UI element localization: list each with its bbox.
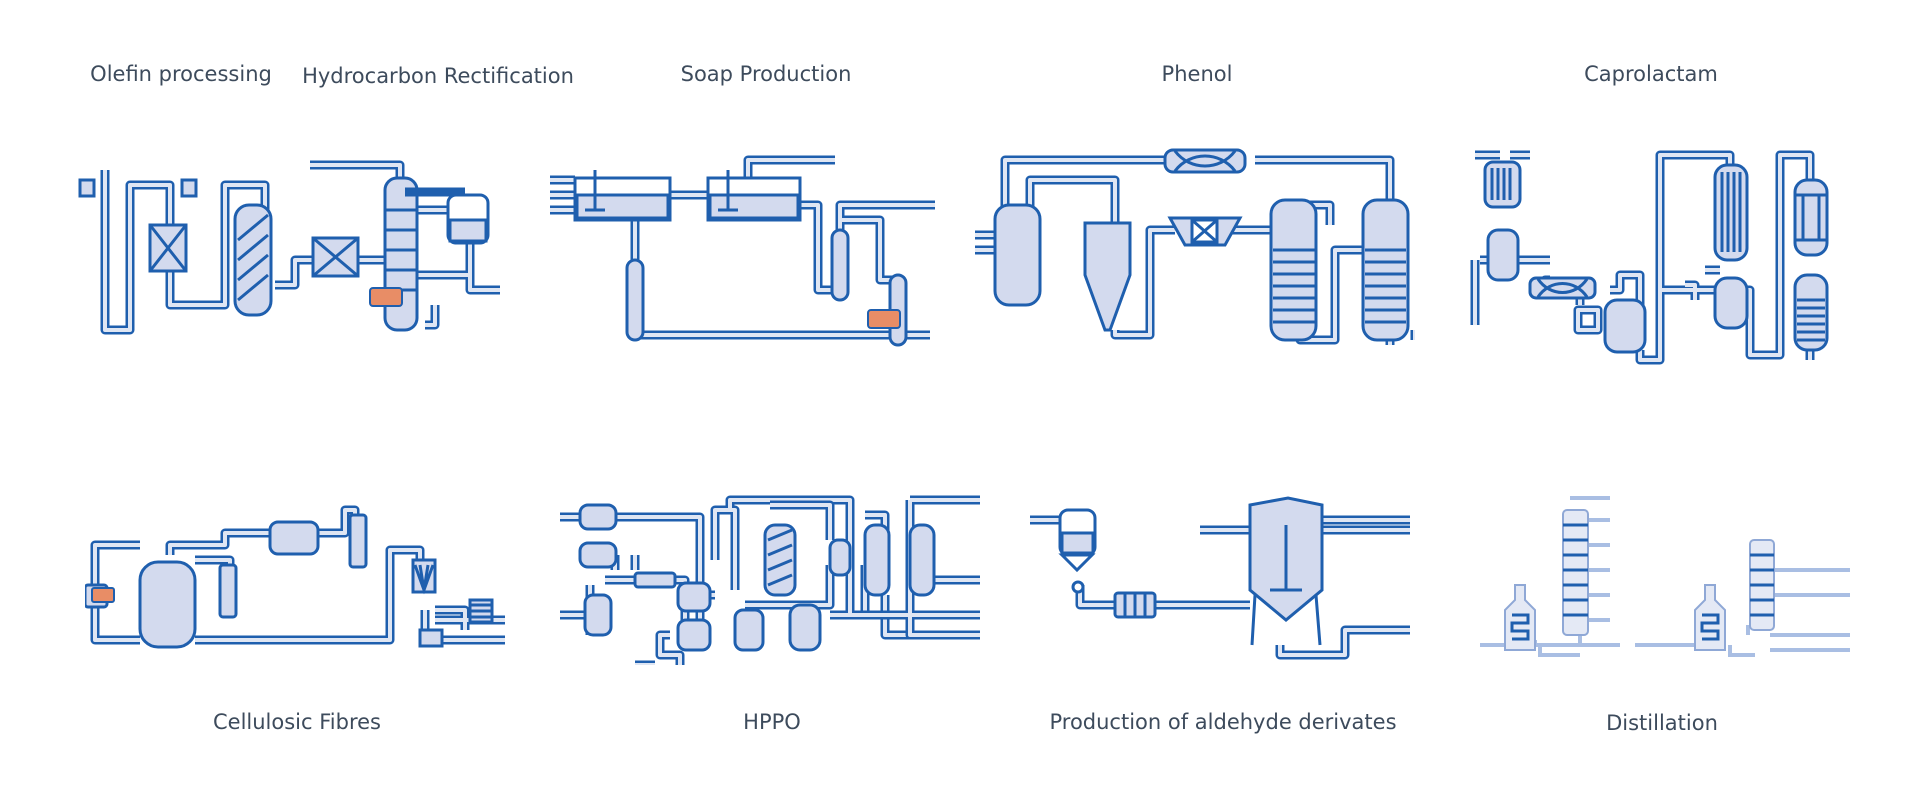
- exchanger-icon: [1113, 591, 1157, 619]
- reactor-icon: [311, 236, 360, 278]
- mixing-tank-icon: [573, 170, 672, 222]
- cyclone-icon: [1083, 221, 1132, 332]
- drum-icon: [180, 178, 198, 198]
- phenol-diagram[interactable]: [975, 145, 1415, 345]
- vessel-icon: [1603, 298, 1647, 354]
- tube-column-icon: [1793, 178, 1829, 257]
- separator-icon: [625, 258, 645, 342]
- mixer-icon: [1163, 148, 1247, 174]
- bubble-column-icon: [1562, 509, 1589, 636]
- soap-production-diagram[interactable]: [550, 150, 935, 350]
- vessel-icon: [1713, 276, 1749, 330]
- exchanger-icon: [633, 571, 677, 589]
- caprolactam-diagram[interactable]: [1470, 150, 1840, 365]
- heater-icon: [91, 587, 115, 603]
- reflux-drum-icon: [446, 193, 490, 245]
- bubble-column-icon: [1749, 539, 1775, 631]
- olefin-hydrocarbon-diagram[interactable]: [70, 150, 510, 340]
- coil-column-icon: [1361, 198, 1410, 342]
- feed-tank-icon: [1058, 508, 1097, 573]
- roller-icon: [418, 628, 444, 648]
- vessel-icon: [676, 581, 712, 613]
- reactor-column-icon: [763, 523, 797, 597]
- still-icon: [1504, 584, 1536, 651]
- vessel-icon: [578, 503, 618, 531]
- rectification-column-icon: [383, 176, 419, 332]
- spinneret-icon: [411, 558, 437, 595]
- distillation-label[interactable]: Distillation: [1606, 711, 1718, 735]
- vessel-icon: [788, 603, 822, 652]
- tube-reactor-icon: [1483, 160, 1522, 209]
- still-icon: [1694, 584, 1726, 651]
- mixing-tank-icon: [706, 170, 802, 222]
- cellulosic-fibres-diagram[interactable]: [85, 500, 520, 655]
- vessel-icon: [733, 608, 765, 652]
- olefin-processing-label[interactable]: Olefin processing: [90, 62, 272, 86]
- column-icon: [863, 523, 891, 597]
- tube-column-icon: [1713, 163, 1749, 262]
- column-icon: [908, 523, 936, 597]
- drum-icon: [78, 178, 96, 198]
- filter-icon: [1167, 216, 1243, 247]
- vessel-icon: [993, 203, 1042, 307]
- coil-column-icon: [1793, 273, 1829, 352]
- soap-production-label[interactable]: Soap Production: [680, 62, 852, 86]
- coil-column-icon: [1269, 198, 1318, 342]
- aldehyde-derivates-diagram[interactable]: [1030, 495, 1415, 665]
- spool-icon: [468, 598, 494, 624]
- vessel-icon: [268, 520, 320, 556]
- vessel-icon: [578, 541, 618, 569]
- vessel-icon: [1486, 228, 1520, 282]
- distillation-diagram[interactable]: [1480, 495, 1850, 665]
- vessel-icon: [676, 618, 712, 652]
- separator-icon: [828, 538, 852, 577]
- hydrocarbon-rectification-label[interactable]: Hydrocarbon Rectification: [302, 64, 574, 88]
- column-icon: [218, 563, 238, 619]
- heat-exchanger-icon: [369, 287, 403, 307]
- caprolactam-label[interactable]: Caprolactam: [1584, 62, 1718, 86]
- hppo-diagram[interactable]: [560, 495, 980, 665]
- column-icon: [233, 203, 273, 317]
- separator-icon: [830, 228, 850, 302]
- column-icon: [348, 513, 368, 569]
- reactor-icon: [148, 223, 188, 273]
- cellulosic-fibres-label[interactable]: Cellulosic Fibres: [213, 710, 381, 734]
- aldehyde-derivates-label[interactable]: Production of aldehyde derivates: [1049, 710, 1397, 734]
- dissolver-icon: [138, 560, 197, 649]
- vessel-icon: [583, 593, 613, 637]
- hppo-label[interactable]: HPPO: [743, 710, 801, 734]
- heater-icon: [867, 309, 901, 329]
- reactor-vessel-icon: [1248, 496, 1324, 646]
- mixer-icon: [1528, 276, 1597, 300]
- phenol-label[interactable]: Phenol: [1161, 62, 1233, 86]
- valve-icon: [1071, 580, 1085, 594]
